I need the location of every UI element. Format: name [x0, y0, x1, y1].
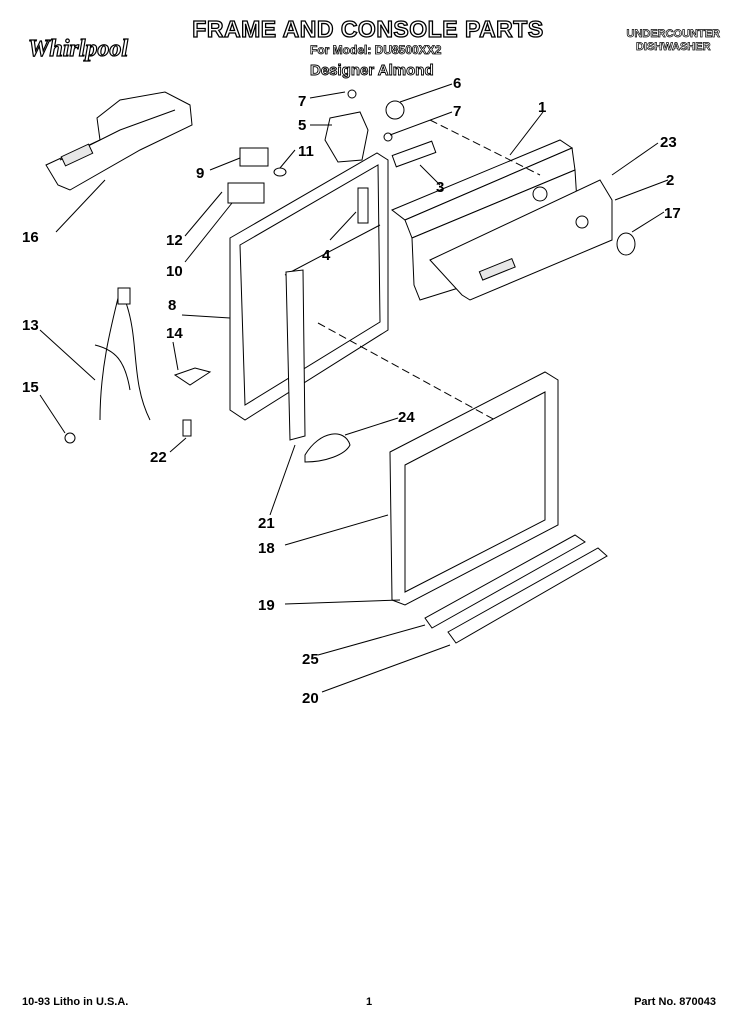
callout-14: 14	[166, 325, 183, 342]
product-line-2: DISHWASHER	[635, 41, 711, 54]
part-13-wiring	[94, 287, 151, 421]
leader-lines	[39, 83, 669, 693]
model-number: For Model: DU8500XX2	[310, 43, 442, 58]
callout-10: 10	[166, 263, 183, 280]
callout-1: 1	[538, 99, 546, 116]
callout-8: 8	[168, 297, 176, 314]
product-line-1: UNDERCOUNTER	[626, 28, 720, 41]
part-24-clamp	[304, 433, 351, 463]
part-21-vent	[285, 269, 306, 441]
part-16-cover	[45, 91, 193, 191]
footer-part-number: Part No. 870043	[634, 996, 716, 1008]
callout-12: 12	[166, 232, 183, 249]
callout-6: 6	[453, 75, 461, 92]
part-25-trim	[424, 534, 586, 629]
footer-litho: 10-93 Litho in U.S.A.	[22, 996, 129, 1008]
callout-21: 21	[258, 515, 275, 532]
part-2-panel	[429, 179, 613, 301]
designer-color: Designer Almond	[310, 62, 435, 80]
footer-page-number: 1	[366, 996, 373, 1008]
callout-18: 18	[258, 540, 275, 557]
part-22-clip	[182, 419, 192, 437]
part-9-10-switch	[227, 147, 287, 204]
product-type: UNDERCOUNTER DISHWASHER	[626, 28, 720, 54]
callout-labels: 1 2 3 4 5 6 7 7 8 9 10 11 12 13 14 15 16…	[22, 75, 681, 707]
callout-20: 20	[302, 690, 319, 707]
brand-logo: Whirlpool	[27, 35, 129, 62]
callout-23: 23	[660, 134, 677, 151]
part-5-bracket	[324, 89, 405, 163]
callout-3: 3	[436, 179, 444, 196]
part-17-knob	[616, 232, 636, 256]
callout-4: 4	[322, 247, 331, 264]
callout-11: 11	[298, 143, 314, 160]
callout-2: 2	[666, 172, 674, 189]
page-title: FRAME AND CONSOLE PARTS	[192, 15, 544, 42]
callout-17: 17	[664, 205, 681, 222]
callout-7b: 7	[453, 103, 461, 120]
part-8-door-frame	[229, 152, 389, 421]
part-20-trim	[447, 547, 608, 644]
callout-9: 9	[196, 165, 204, 182]
callout-7a: 7	[298, 93, 306, 110]
part-3-hinge	[391, 140, 437, 168]
callout-25: 25	[302, 651, 319, 668]
callout-19: 19	[258, 597, 275, 614]
part-14-switch	[173, 367, 212, 386]
part-4-latch	[357, 187, 369, 224]
part-15-screw	[64, 432, 76, 444]
callout-24: 24	[398, 409, 415, 426]
callout-5: 5	[298, 117, 306, 134]
callout-13: 13	[22, 317, 39, 334]
callout-22: 22	[150, 449, 167, 466]
callout-16: 16	[22, 229, 39, 246]
callout-15: 15	[22, 379, 39, 396]
